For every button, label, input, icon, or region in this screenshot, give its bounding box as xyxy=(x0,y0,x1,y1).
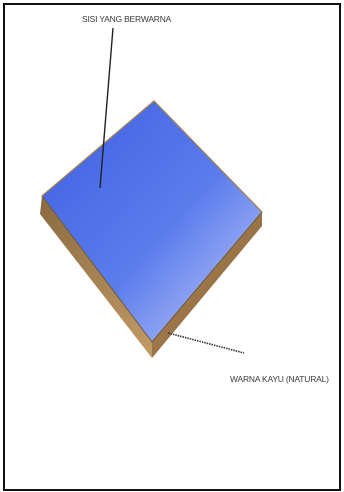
label-colored-side: SISI YANG BERWARNA xyxy=(82,14,172,24)
colored-top-face xyxy=(42,101,262,342)
label-wood-color: WARNA KAYU (NATURAL) xyxy=(230,374,329,384)
leader-line-bottom xyxy=(168,333,244,353)
